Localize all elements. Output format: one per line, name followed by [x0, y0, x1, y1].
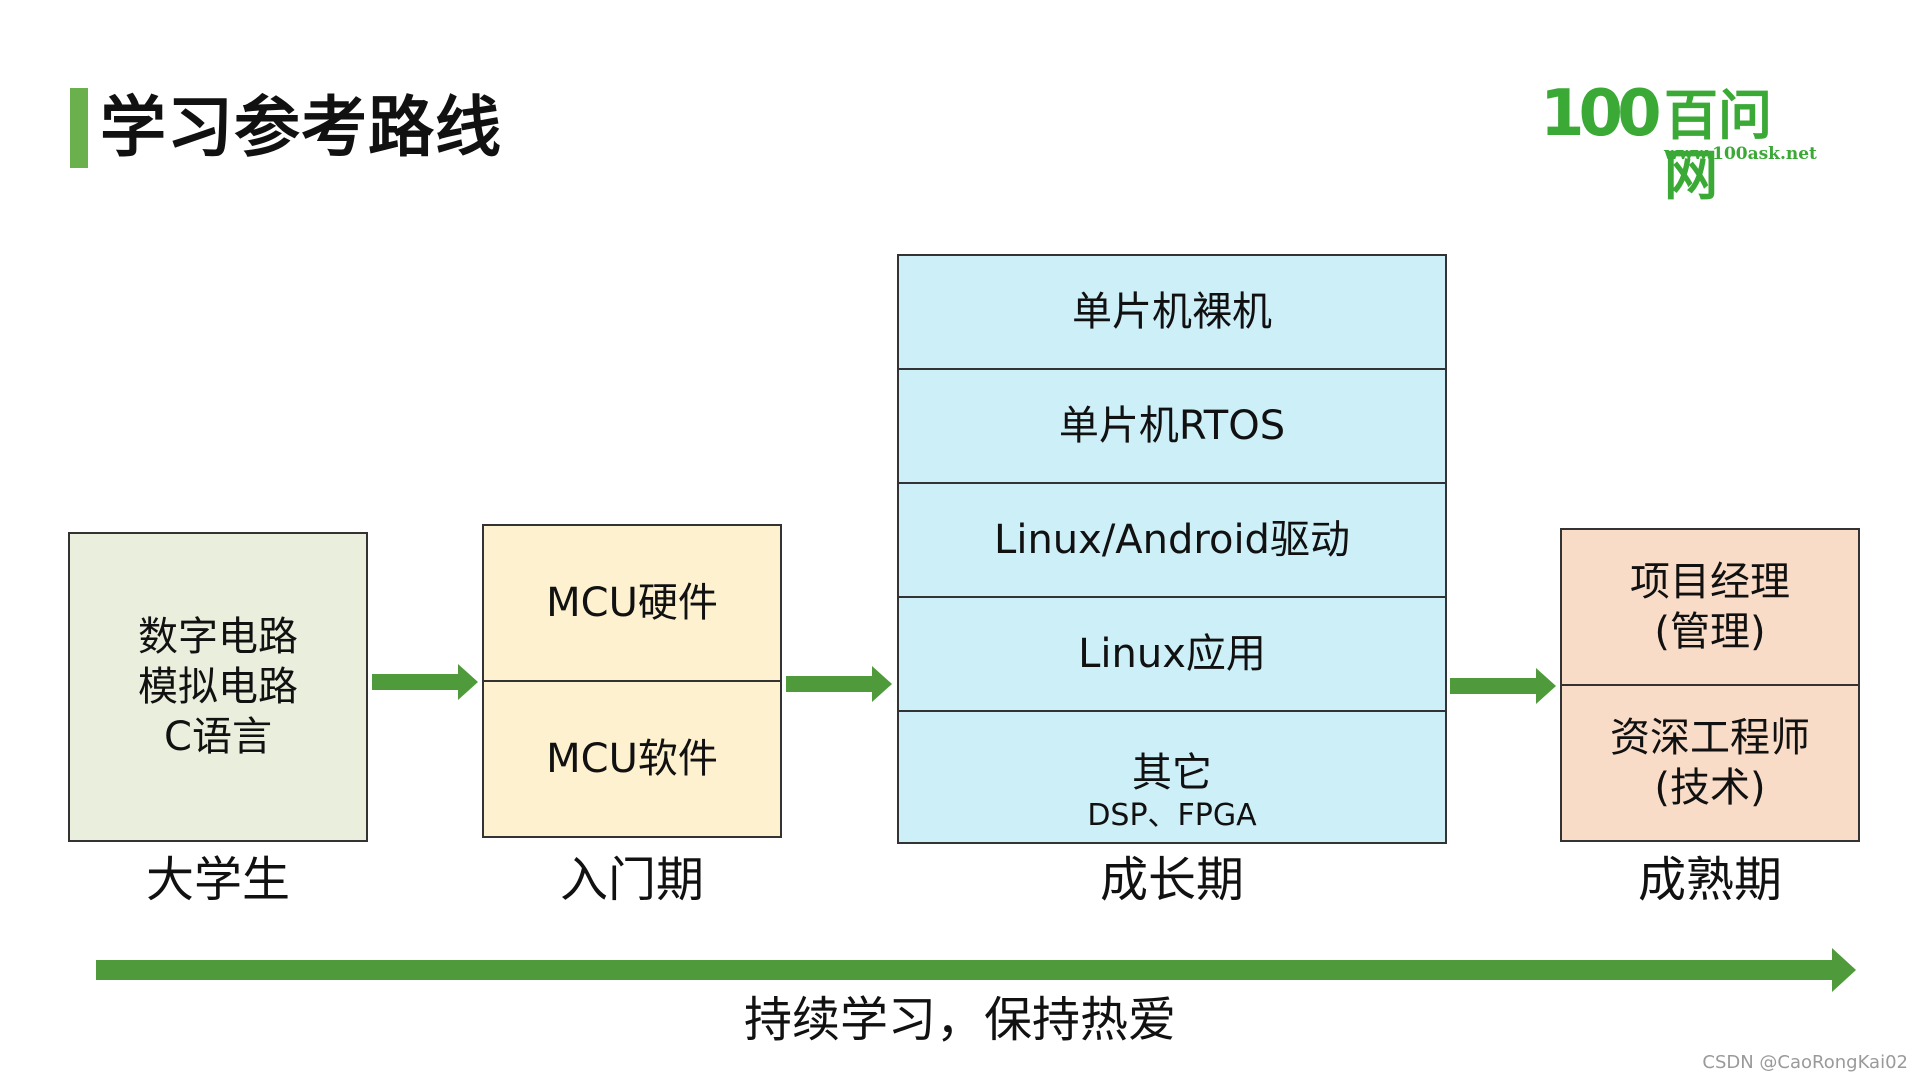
stage-mature-cell-2-line-1: 资深工程师: [1610, 715, 1810, 761]
stage-entry-cell-1: MCU硬件: [482, 524, 782, 682]
stage-growth-cell-1: 单片机裸机: [897, 254, 1447, 370]
stage-university-line-1: 数字电路: [138, 614, 298, 660]
logo-chinese-name: 百问网: [1664, 84, 1772, 207]
stage-university-box: 数字电路 模拟电路 C语言: [68, 532, 368, 842]
arrow-2-icon: [786, 666, 892, 702]
stage-growth-cell-2: 单片机RTOS: [897, 368, 1447, 484]
stage-growth-label: 成长期: [1099, 852, 1244, 908]
stage-university-line-2: 模拟电路: [138, 664, 298, 710]
title-accent-bar: [70, 88, 88, 168]
stage-university-line-3: C语言: [164, 714, 272, 760]
arrow-3-icon: [1450, 668, 1556, 704]
stage-mature-cell-1: 项目经理 (管理): [1560, 528, 1860, 686]
stage-mature-label: 成熟期: [1637, 852, 1782, 908]
logo-url: www.100ask.net: [1664, 144, 1817, 164]
bottom-slogan: 持续学习，保持热爱: [743, 992, 1176, 1048]
stage-entry-cell-2: MCU软件: [482, 680, 782, 838]
page-title: 学习参考路线: [100, 89, 502, 166]
timeline-arrow-icon: [96, 948, 1856, 992]
stage-mature-cell-2-line-2: (技术): [1654, 765, 1766, 811]
stage-mature-cell-1-line-2: (管理): [1654, 609, 1766, 655]
brand-logo: 100 百问网 www.100ask.net: [1540, 77, 1820, 206]
stage-entry-label: 入门期: [559, 852, 704, 908]
arrow-1-icon: [372, 664, 478, 700]
stage-mature-cell-2: 资深工程师 (技术): [1560, 684, 1860, 842]
stage-growth-cell-4: Linux应用: [897, 596, 1447, 712]
logo-number: 100: [1540, 77, 1662, 151]
stage-growth-cell-5-sub: DSP、FPGA: [1087, 798, 1257, 833]
stage-growth-cell-5-main: 其它: [1132, 750, 1212, 796]
stage-university-label: 大学生: [145, 852, 290, 908]
watermark: CSDN @CaoRongKai02: [1702, 1052, 1908, 1073]
stage-growth-cell-3: Linux/Android驱动: [897, 482, 1447, 598]
stage-growth-cell-5: 其它 DSP、FPGA: [897, 710, 1447, 844]
stage-mature-cell-1-line-1: 项目经理: [1630, 559, 1790, 605]
